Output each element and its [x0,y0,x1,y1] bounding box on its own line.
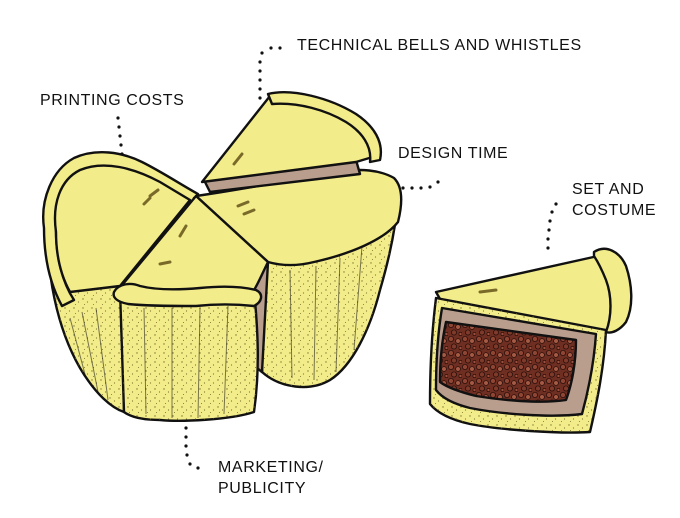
leader-set [546,202,558,250]
label-marketing-publicity: MARKETING/ PUBLICITY [218,457,324,499]
label-design-time: DESIGN TIME [398,145,509,162]
slice-technical [200,91,383,194]
slice-set-and-costume [428,247,633,434]
label-set-line2: COSTUME [572,202,657,219]
leader-technical [258,46,282,100]
label-set-line1: SET AND [572,181,645,198]
label-marketing-line2: PUBLICITY [218,480,307,497]
leader-marketing [184,426,200,470]
leader-design [401,180,440,190]
label-printing-costs: PRINTING COSTS [40,92,185,109]
label-marketing-line1: MARKETING/ [218,459,324,476]
label-set-and-costume: SET AND COSTUME [572,179,656,221]
slice-marketing [112,194,270,422]
label-technical-bells: TECHNICAL BELLS AND WHISTLES [297,37,582,54]
